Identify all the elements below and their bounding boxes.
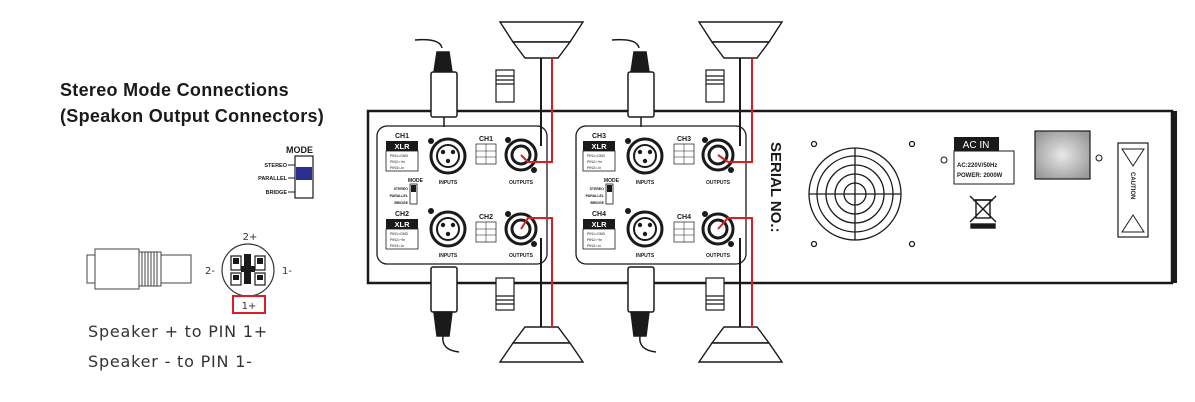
mode-switch-slider — [296, 167, 312, 180]
svg-text:STEREO: STEREO — [394, 187, 409, 191]
xlr-input-ch4 — [625, 208, 664, 248]
heading-line-2: (Speakon Output Connectors) — [60, 106, 325, 126]
xlr-plug-bottom-ch2 — [430, 266, 460, 353]
pin-1plus-box — [232, 295, 266, 314]
xlr-plug-top-ch1 — [414, 38, 458, 127]
mode-option-bridge: BRIDGE — [266, 190, 288, 196]
svg-text:MODE: MODE — [604, 178, 620, 184]
power-socket — [1034, 130, 1091, 180]
speaker-bottom-left — [498, 326, 585, 363]
xlr-label-ch4: XLR — [592, 220, 608, 229]
xlr-plug-top-ch3 — [611, 38, 655, 127]
speaker-top-right — [697, 21, 784, 59]
svg-text:CH2: CH2 — [479, 214, 493, 221]
mode-switch-title: MODE — [286, 145, 313, 155]
svg-text:PIN1=GND: PIN1=GND — [390, 232, 408, 236]
svg-text:STEREO: STEREO — [590, 187, 605, 191]
xlr-label-ch1: XLR — [395, 142, 411, 151]
mode-option-parallel: PARALLEL — [258, 176, 288, 182]
channel-label-ch4: CH4 — [592, 211, 606, 218]
svg-text:PARALLEL: PARALLEL — [586, 194, 605, 198]
xlr-input-ch2 — [428, 208, 467, 248]
svg-text:INPUTS: INPUTS — [636, 253, 655, 259]
speakon-plug-top-ch1 — [495, 69, 515, 103]
svg-text:PIN3=-In: PIN3=-In — [587, 244, 601, 248]
svg-text:PIN2=+In: PIN2=+In — [390, 238, 405, 242]
xlr-plug-bottom-ch4 — [627, 266, 657, 353]
svg-text:PIN1=GND: PIN1=GND — [390, 154, 408, 158]
svg-text:PIN3=-In: PIN3=-In — [390, 166, 404, 170]
speaker-bottom-right — [697, 326, 784, 363]
ac-voltage: AC:220V/50Hz — [957, 163, 997, 169]
pin-note-plus: Speaker + to PIN 1+ — [88, 322, 269, 341]
svg-text:CH4: CH4 — [677, 214, 691, 221]
xlr-input-ch3 — [625, 137, 664, 175]
speakon-plug-bottom-ch4 — [705, 277, 725, 311]
svg-text:OUTPUTS: OUTPUTS — [509, 180, 534, 186]
channel-panel-left: CH1 XLR PIN1=GND PIN2=+In PIN3=-In CH2 X… — [376, 125, 548, 265]
xlr-label-ch3: XLR — [592, 142, 608, 151]
pin-note-minus: Speaker - to PIN 1- — [88, 352, 253, 371]
svg-text:INPUTS: INPUTS — [636, 180, 655, 186]
svg-text:PIN3=-In: PIN3=-In — [587, 166, 601, 170]
cooling-fan-icon — [808, 140, 916, 248]
svg-text:OUTPUTS: OUTPUTS — [706, 253, 731, 259]
ac-in-label: AC IN — [963, 140, 990, 151]
pin-label-1plus: 1+ — [242, 301, 257, 312]
caution-text: CAUTION — [1129, 172, 1135, 199]
svg-text:PIN3=-In: PIN3=-In — [390, 244, 404, 248]
svg-text:PIN2=+In: PIN2=+In — [587, 160, 602, 164]
mode-switch-legend: MODE STEREO PARALLEL BRIDGE — [258, 145, 314, 199]
speakon-plug-top-ch3 — [705, 69, 725, 103]
svg-text:BRIDGE: BRIDGE — [394, 201, 408, 205]
channel-label-ch3: CH3 — [592, 133, 606, 140]
svg-text:INPUTS: INPUTS — [439, 253, 458, 259]
xlr-input-ch1 — [428, 137, 467, 175]
svg-text:INPUTS: INPUTS — [439, 180, 458, 186]
pin-label-2plus: 2+ — [243, 232, 258, 243]
channel-label-ch2: CH2 — [395, 211, 409, 218]
svg-text:OUTPUTS: OUTPUTS — [706, 180, 731, 186]
speakon-face-icon — [221, 243, 275, 297]
speakon-plug-bottom-ch2 — [495, 277, 515, 311]
svg-text:PIN2=+In: PIN2=+In — [587, 238, 602, 242]
speaker-top-left — [498, 21, 585, 59]
chassis-edge — [1171, 111, 1177, 283]
svg-text:PIN1=GND: PIN1=GND — [587, 232, 605, 236]
serial-number-label: SERIAL NO.: — [767, 142, 784, 233]
svg-text:MODE: MODE — [408, 178, 424, 184]
svg-text:PARALLEL: PARALLEL — [390, 194, 409, 198]
ac-inlet: AC IN AC:220V/50Hz POWER: 2000W — [940, 137, 1015, 185]
pin-label-2minus: 2- — [205, 266, 215, 277]
svg-text:BRIDGE: BRIDGE — [590, 201, 604, 205]
svg-text:PIN2=+In: PIN2=+In — [390, 160, 405, 164]
channel-panel-right: CH3 XLR PIN1=GND PIN2=+In PIN3=-In CH4 X… — [575, 125, 747, 265]
svg-text:CH3: CH3 — [677, 136, 691, 143]
heading-line-1: Stereo Mode Connections — [60, 80, 289, 100]
channel-label-ch1: CH1 — [395, 133, 409, 140]
speakon-plug-icon — [86, 248, 192, 290]
svg-text:PIN1=GND: PIN1=GND — [587, 154, 605, 158]
ac-power: POWER: 2000W — [957, 173, 1003, 179]
mode-option-stereo: STEREO — [264, 163, 287, 169]
caution-label: CAUTION — [1117, 142, 1149, 238]
weee-bin-icon — [969, 195, 997, 229]
svg-text:CH1: CH1 — [479, 136, 493, 143]
svg-text:OUTPUTS: OUTPUTS — [509, 253, 534, 259]
xlr-label-ch2: XLR — [395, 220, 411, 229]
pin-label-1minus: 1- — [282, 266, 292, 277]
speaker-wires — [520, 58, 753, 327]
